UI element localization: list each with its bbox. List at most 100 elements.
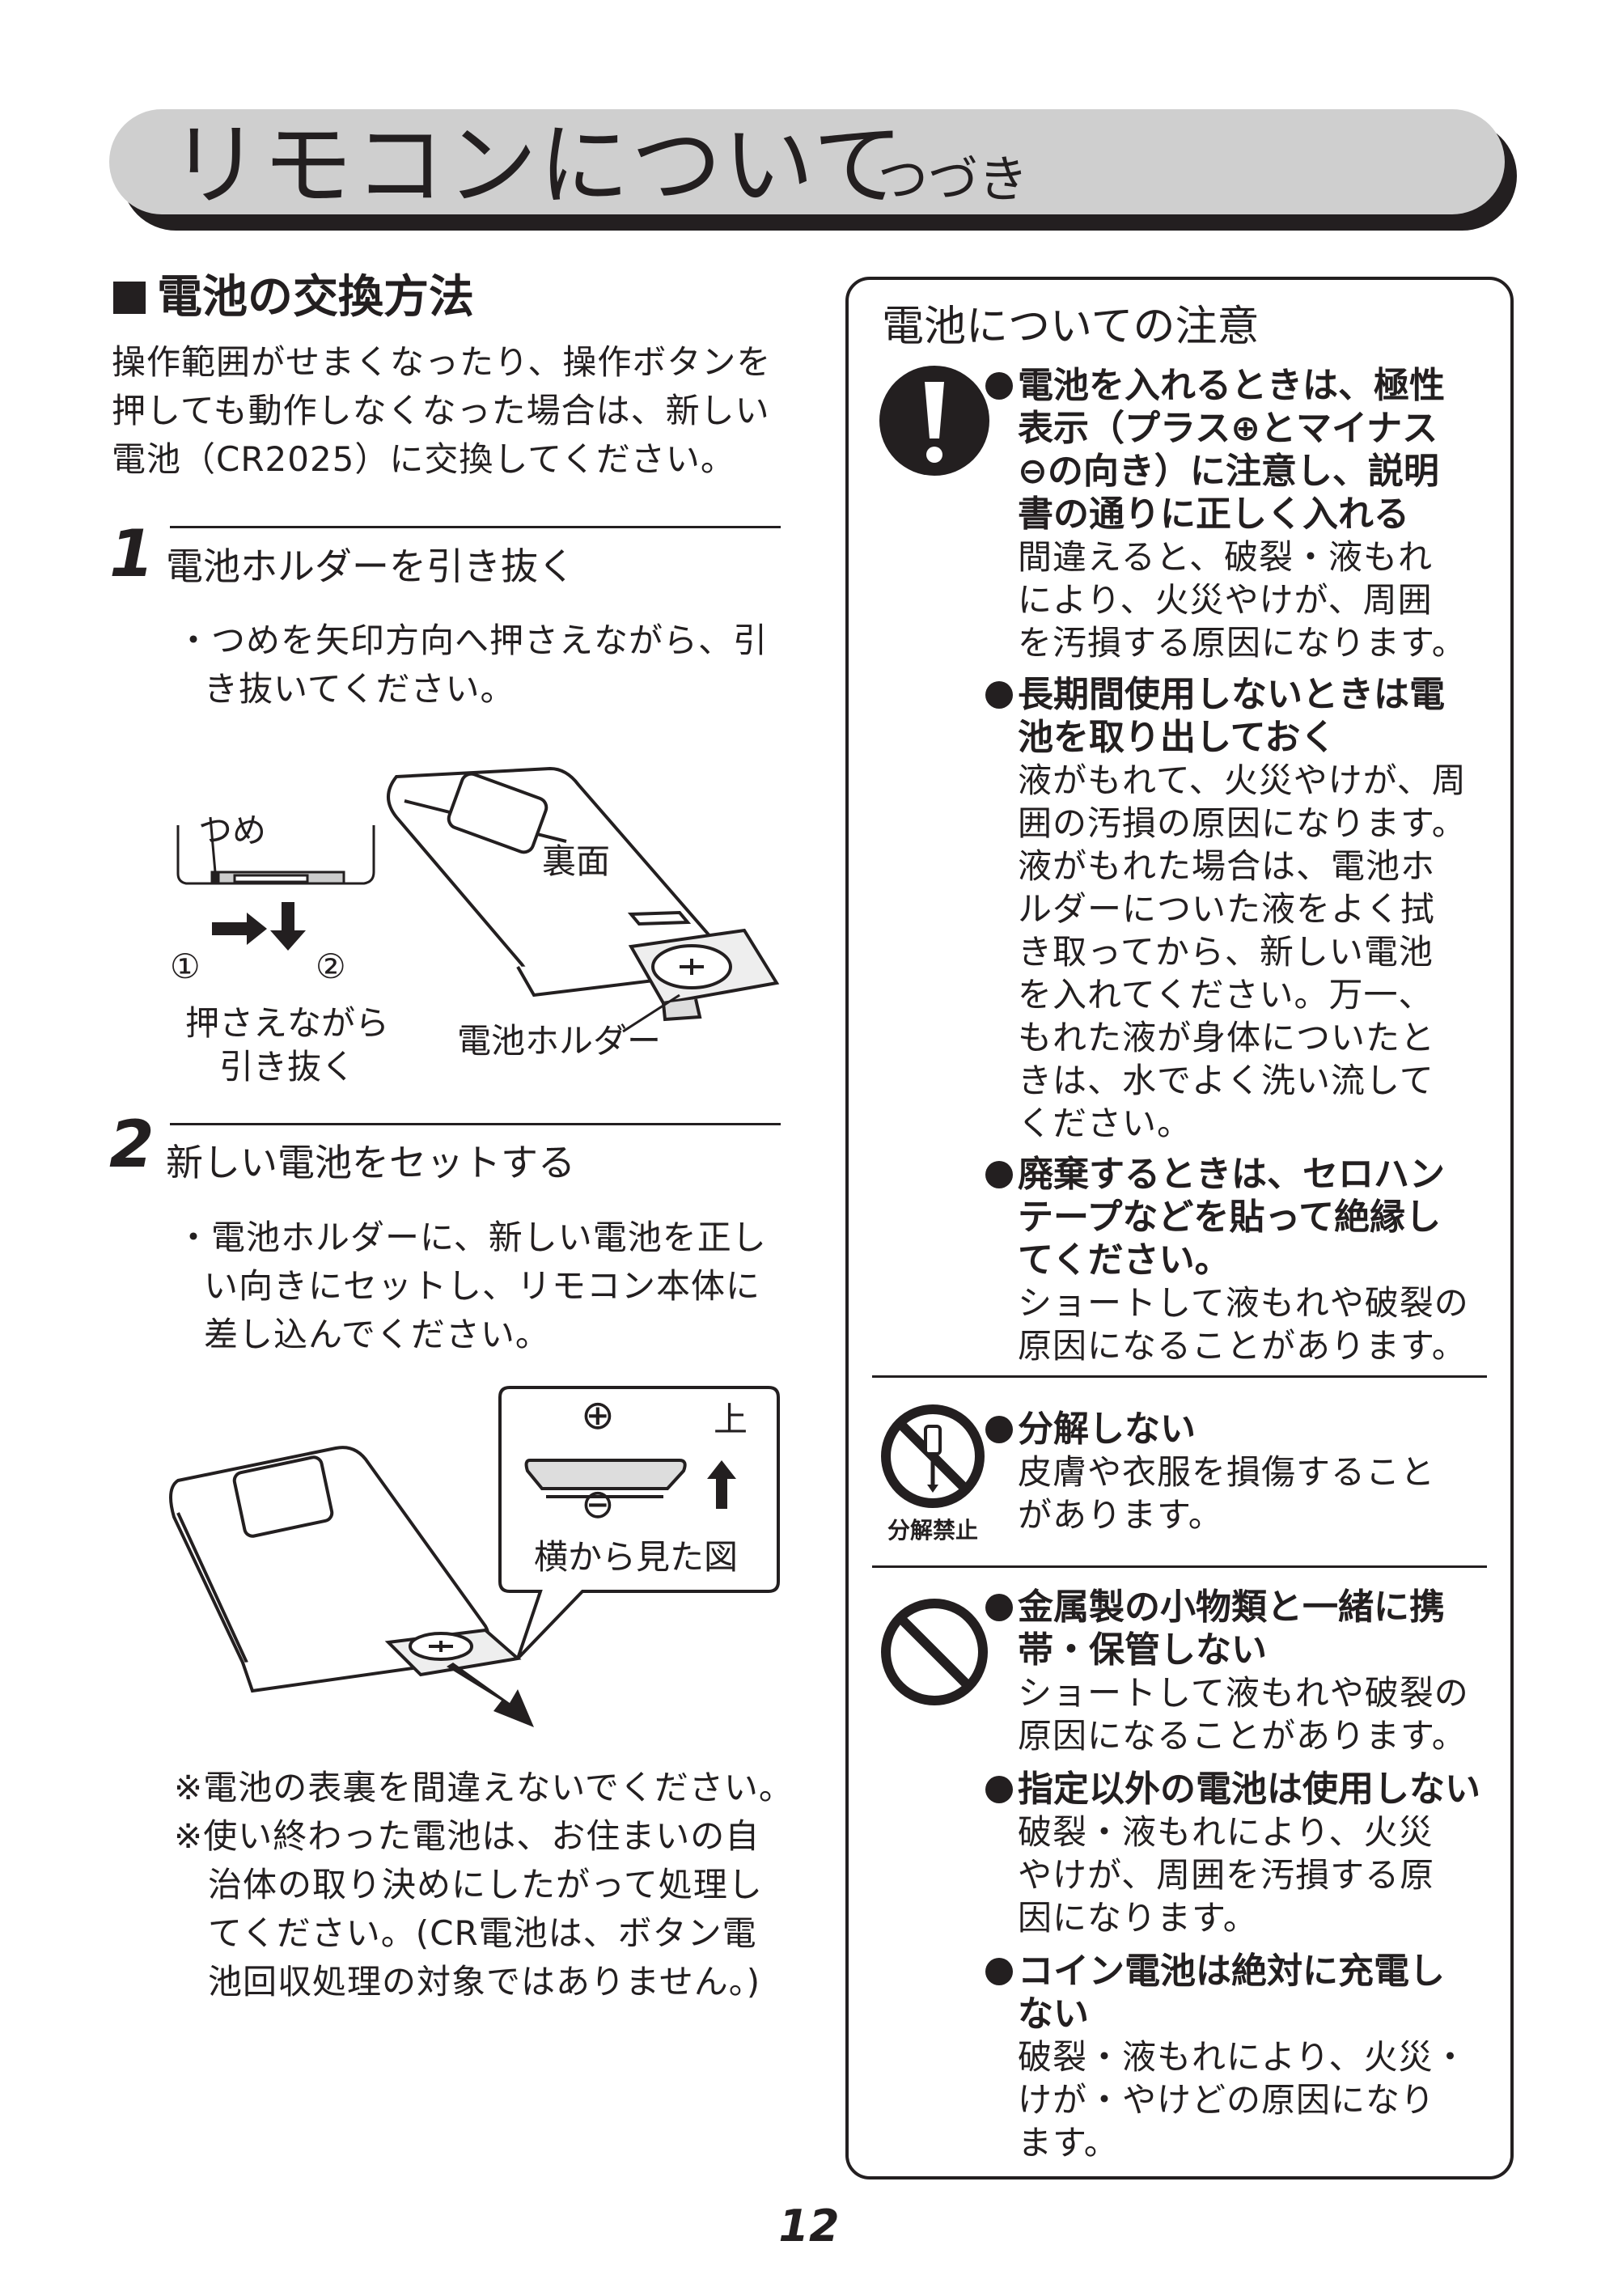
caution-item: 長期間使用しないときは電 池を取り出しておく 液がもれて、火災やけが、周 囲の汚… [985, 673, 1487, 1145]
caution-text-line: 破裂・液もれにより、火災・ [1018, 2037, 1468, 2077]
caution-text-line: けが・やけどの原因になり [1018, 2080, 1436, 2120]
no-disassembly-label: 分解禁止 [887, 1517, 978, 1544]
caution-text-line: 原因になることがあります。 [1018, 1326, 1467, 1366]
insert-arrow-icon [447, 1663, 534, 1727]
caution-text-line: き取ってから、新しい電池 [1018, 932, 1434, 972]
caution-bold-line: 書の通りに正しく入れる [1018, 494, 1409, 535]
step-2-desc-line: ・電池ホルダーに、新しい電池を正し [176, 1218, 767, 1257]
note-line: 池回収処理の対象ではありません。) [208, 1962, 761, 2002]
intro-paragraph: 操作範囲がせまくなったり、操作ボタンを 押しても動作しなくなった場合は、新しい … [112, 338, 771, 484]
caution-text-line: ショートして液もれや破裂の [1018, 1283, 1469, 1323]
step-2-description: ・電池ホルダーに、新しい電池を正し い向きにセットし、リモコン本体に 差し込んで… [176, 1214, 767, 1359]
caution-divider [872, 1375, 1487, 1378]
caution-box [845, 277, 1514, 2180]
caution-item: 分解しない 皮膚や衣服を損傷すること があります。 [985, 1408, 1487, 1536]
caution-item: 電池を入れるときは、極性 表示（プラス⊕とマイナス ⊖の向き）に注意し、説明 書… [985, 364, 1487, 664]
page-number: 12 [778, 2201, 840, 2252]
claw-closeup-drawing [176, 816, 375, 885]
caution-text-line: があります。 [1018, 1495, 1223, 1535]
caution-text-line: 間違えると、破裂・液もれ [1018, 537, 1434, 577]
pull-label-line: 引き抜く [218, 1047, 355, 1087]
caution-text-line: 液がもれた場合は、電池ホ [1018, 846, 1436, 886]
bullet-icon [985, 1416, 1013, 1443]
step-1-title: 電池ホルダーを引き抜く [166, 544, 575, 588]
caution-text-line: により、火災やけが、周囲 [1018, 580, 1433, 620]
side-view-callout [498, 1386, 780, 1660]
intro-line: 押しても動作しなくなった場合は、新しい [112, 391, 770, 430]
caution-bold-line: ⊖の向き）に注意し、説明 [1018, 451, 1439, 492]
exclamation-icon [879, 366, 989, 476]
caution-text-line: 皮膚や衣服を損傷すること [1018, 1452, 1436, 1492]
battery-holder-drawing [628, 928, 780, 1022]
step-1-rule [170, 526, 781, 528]
caution-text-line: 破裂・液もれにより、火災 [1018, 1812, 1434, 1852]
prohibition-icon [881, 1599, 988, 1705]
caution-text-line: きは、水でよく洗い流して [1018, 1061, 1434, 1100]
side-view-label: 横から見た図 [534, 1537, 739, 1577]
step-1-desc-line: ・つめを矢印方向へ押さえながら、引 [176, 621, 769, 660]
claw-label: つめ [198, 811, 267, 850]
circle-1-label: ① [170, 947, 201, 986]
step-2-illustration [169, 1386, 780, 1727]
step-2-number: 2 [109, 1107, 155, 1182]
caution-bold-line: 金属製の小物類と一緒に携 [1018, 1586, 1445, 1628]
note-line: 治体の取り決めにしたがって処理し [208, 1865, 763, 1904]
push-pull-label: 押さえながら 引き抜く [182, 1002, 392, 1089]
caution-bold-line: 長期間使用しないときは電 [1018, 674, 1445, 715]
bullet-icon [985, 1776, 1013, 1803]
note-line: ※電池の表裏を間違えないでください。 [174, 1768, 794, 1807]
caution-bold-line: 表示（プラス⊕とマイナス [1018, 408, 1438, 449]
caution-bold-line: てください。 [1018, 1239, 1230, 1281]
caution-text-line: ください。 [1018, 1104, 1192, 1143]
notes: ※電池の表裏を間違えないでください。 ※使い終わった電池は、お住まいの自 治体の… [174, 1764, 794, 2006]
caution-bold-line: 電池を入れるときは、極性 [1018, 365, 1445, 406]
step-2-rule [170, 1123, 781, 1125]
page-title: リモコンについて [170, 113, 905, 218]
note-line: ※使い終わった電池は、お住まいの自 [174, 1816, 760, 1856]
bullet-icon [985, 681, 1013, 709]
caution-item: コイン電池は絶対に充電し ない 破裂・液もれにより、火災・ けが・やけどの原因に… [985, 1950, 1487, 2164]
caution-text-line: ショートして液もれや破裂の [1018, 1673, 1469, 1713]
caution-divider [872, 1565, 1487, 1568]
caution-text-line: 因になります。 [1018, 1898, 1258, 1938]
caution-bold-line: 帯・保管しない [1018, 1629, 1267, 1671]
back-side-label: 裏面 [542, 841, 611, 881]
page-subtitle: つづき [878, 150, 1029, 209]
step-1-number: 1 [109, 516, 155, 591]
caution-text-line: を汚損する原因になります。 [1018, 623, 1467, 663]
push-label-line: 押さえながら [184, 1003, 389, 1043]
down-arrow-icon [270, 902, 306, 951]
battery-holder-label: 電池ホルダー [457, 1021, 662, 1061]
caution-bold-line: テープなどを貼って絶縁し [1018, 1197, 1442, 1238]
caution-item: 指定以外の電池は使用しない 破裂・液もれにより、火災 やけが、周囲を汚損する原 … [985, 1768, 1487, 1939]
bullet-icon [985, 1161, 1013, 1188]
square-bullet-icon [113, 282, 146, 314]
caution-item: 金属製の小物類と一緒に携 帯・保管しない ショートして液もれや破裂の 原因になる… [985, 1586, 1487, 1757]
no-disassembly-icon [881, 1404, 985, 1508]
up-arrow-icon [707, 1460, 736, 1509]
step-1-description: ・つめを矢印方向へ押さえながら、引 き抜いてください。 [176, 616, 768, 714]
caution-text-line: やけが、周囲を汚損する原 [1018, 1855, 1435, 1895]
section-heading-text: 電池の交換方法 [157, 271, 474, 324]
caution-bold-line: 廃棄するときは、セロハン [1018, 1154, 1445, 1195]
caution-bold-line: コイン電池は絶対に充電し [1018, 1951, 1445, 1992]
caution-item: 廃棄するときは、セロハン テープなどを貼って絶縁し てください。 ショートして液… [985, 1153, 1487, 1367]
caution-bold-line: 分解しない [1018, 1409, 1196, 1450]
caution-bold-line: 指定以外の電池は使用しない [1018, 1769, 1480, 1810]
circle-2-label: ② [316, 947, 346, 986]
caution-title: 電池についての注意 [882, 303, 1260, 351]
plus-symbol: ⊕ [581, 1392, 615, 1438]
section-heading: 電池の交換方法 [113, 267, 474, 328]
note-line: てください。(CR電池は、ボタン電 [208, 1913, 757, 1953]
caution-text-line: ます。 [1018, 2123, 1119, 2163]
step-2-desc-line: 差し込んでください。 [204, 1315, 550, 1354]
caution-text-line: 液がもれて、火災やけが、周 [1018, 760, 1467, 800]
step-1-desc-line: き抜いてください。 [204, 669, 515, 709]
caution-text-line: もれた液が身体についたと [1018, 1018, 1436, 1057]
intro-line: 電池（CR2025）に交換してください。 [112, 439, 735, 479]
remote-insert-drawing [169, 1446, 522, 1693]
right-arrow-icon [212, 913, 267, 945]
caution-text-line: 原因になることがあります。 [1018, 1716, 1467, 1756]
title-banner [109, 109, 1505, 214]
minus-symbol: ⊖ [581, 1481, 615, 1527]
